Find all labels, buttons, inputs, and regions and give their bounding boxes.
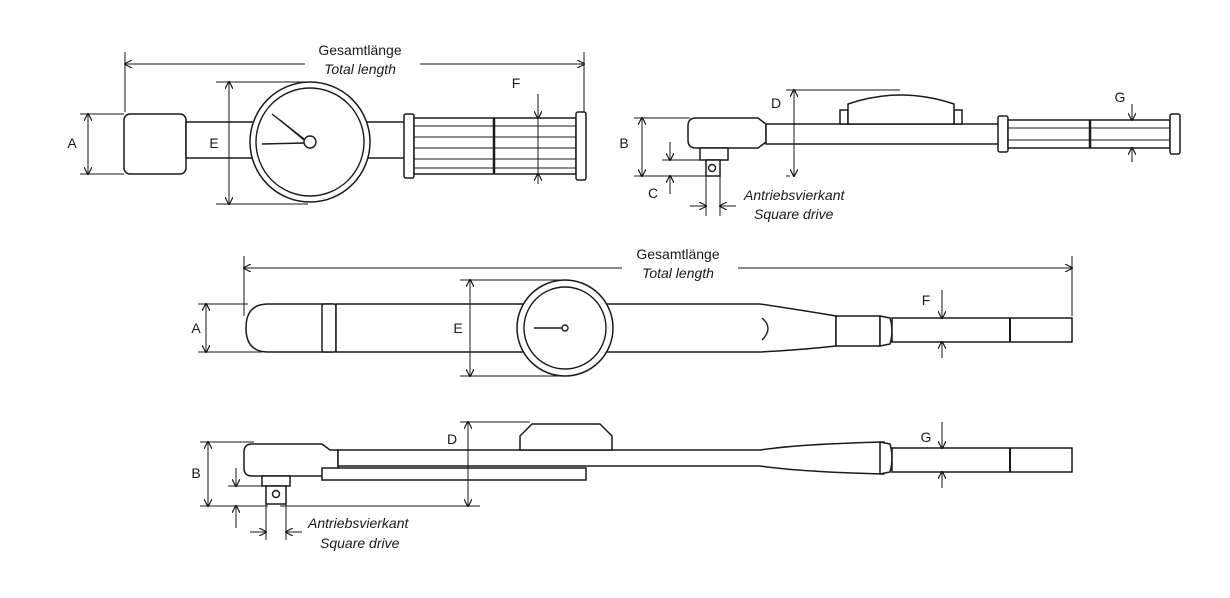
- total-length-label-de-2: Gesamtlänge: [636, 246, 719, 262]
- dial-gauge: [249, 81, 371, 203]
- view-small-top: Gesamtlänge Total length A E: [67, 42, 587, 204]
- square-drive-label-de: Antriebsvierkant: [743, 187, 845, 203]
- dim-label-g: G: [1115, 89, 1126, 105]
- dim-label-a-2: A: [191, 320, 201, 336]
- dim-label-g-2: G: [921, 429, 932, 445]
- dim-label-c: C: [648, 185, 658, 201]
- square-drive-label-de-2: Antriebsvierkant: [307, 515, 409, 531]
- dim-label-f-2: F: [922, 292, 931, 308]
- dim-label-f: F: [512, 75, 521, 91]
- view-large-side: B Antriebsvierkant Square drive D G: [191, 422, 1073, 551]
- square-drive-label-en: Square drive: [754, 206, 834, 222]
- view-large-top: Gesamtlänge Total length A E F: [191, 246, 1072, 376]
- dim-label-e: E: [209, 135, 218, 151]
- square-drive-label-en-2: Square drive: [320, 535, 400, 551]
- dim-label-b-2: B: [191, 465, 200, 481]
- dim-label-d-2: D: [447, 431, 457, 447]
- dim-label-b: B: [619, 135, 628, 151]
- dim-label-d: D: [771, 95, 781, 111]
- total-length-label-en: Total length: [324, 61, 396, 77]
- total-length-label-de: Gesamtlänge: [318, 42, 401, 58]
- dim-label-e-2: E: [453, 320, 462, 336]
- total-length-label-en-2: Total length: [642, 265, 714, 281]
- view-small-side: B C Antriebsvierkant Square drive D G: [619, 89, 1181, 222]
- dim-label-a: A: [67, 135, 77, 151]
- dial-gauge-large: [516, 279, 614, 377]
